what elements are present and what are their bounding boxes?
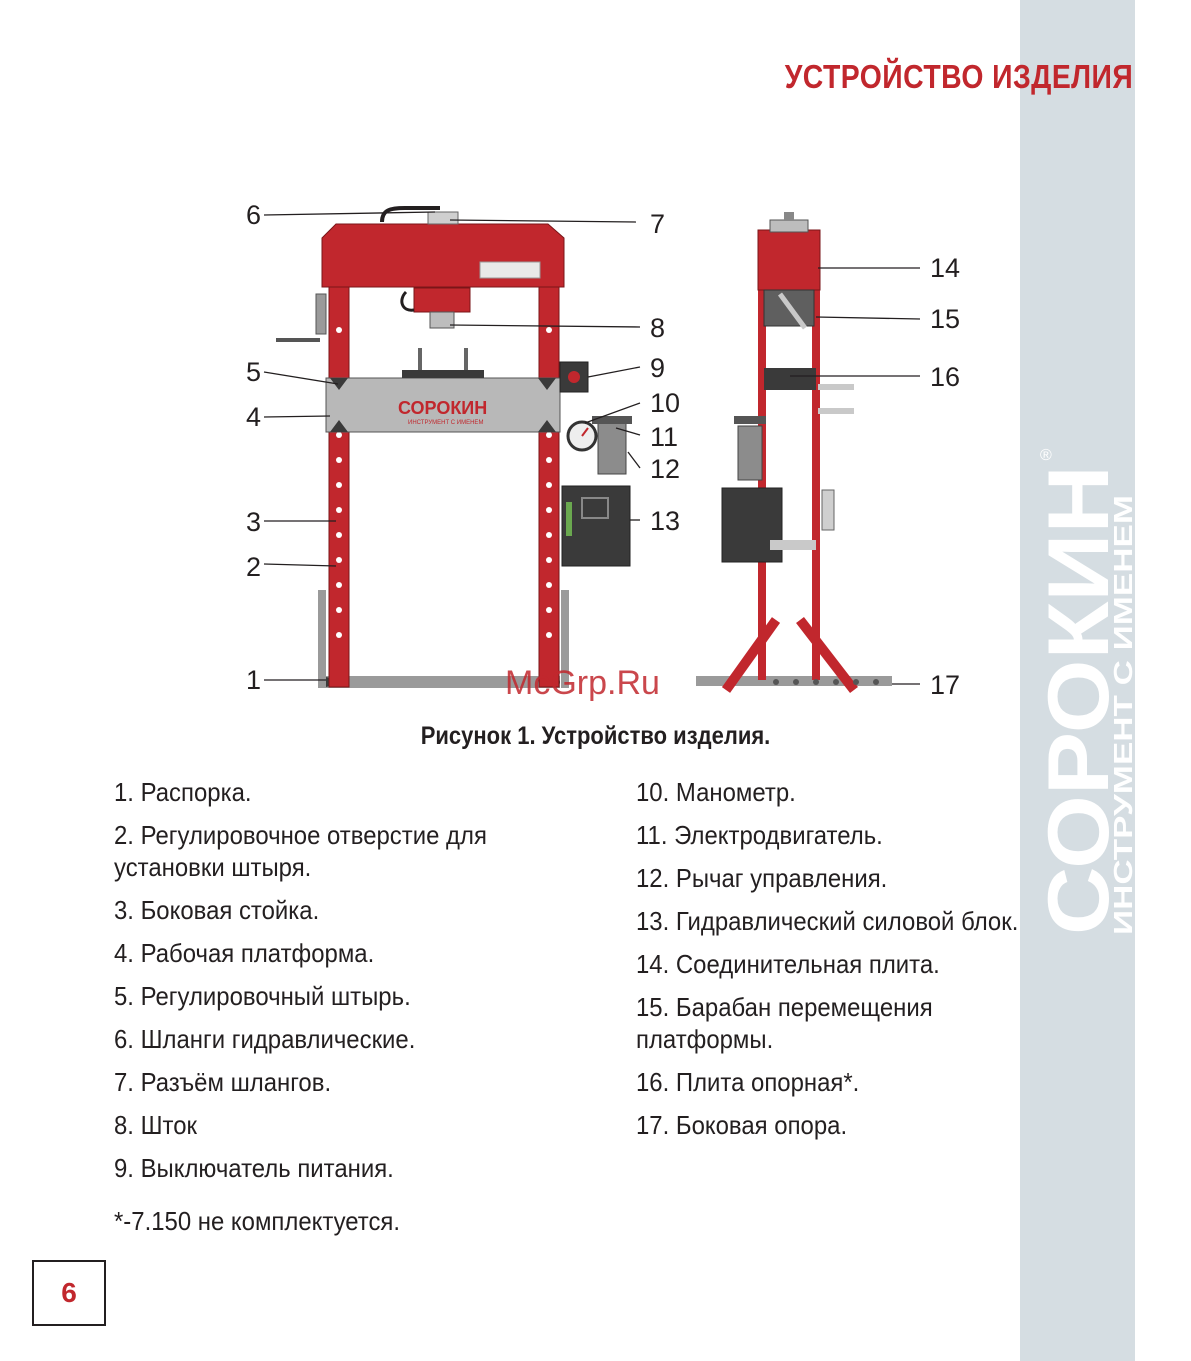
list-item: 14. Соединительная плита. [636, 949, 940, 979]
page-number: 6 [32, 1260, 106, 1326]
callout-1: 1 [246, 665, 261, 695]
callout-9: 9 [650, 353, 665, 383]
callout-17: 17 [930, 670, 960, 700]
list-item: 10. Манометр. [636, 777, 796, 807]
list-item: 6. Шланги гидравлические. [114, 1024, 416, 1054]
hydraulic-power-unit [561, 485, 631, 567]
list-item: 16. Плита опорная*. [636, 1067, 860, 1097]
product-diagram: СОРОКИН ИНСТРУМЕНТ С ИМЕНЕМ [230, 190, 990, 710]
cylinder [413, 287, 471, 313]
support-plate [764, 368, 816, 390]
registered-mark: ® [1040, 447, 1052, 464]
callout-10: 10 [650, 388, 680, 418]
list-item: 12. Рычаг управления. [636, 863, 888, 893]
list-item: 1. Распорка. [114, 777, 252, 807]
hydraulic-hoses [380, 206, 440, 223]
brand-logo-text: СОРОКИН [1031, 465, 1127, 935]
base-rail [320, 676, 560, 688]
watermark: McGrp.Ru [505, 664, 660, 702]
list-item: 11. Электродвигатель. [636, 820, 883, 850]
list-item: 7. Разъём шлангов. [114, 1067, 332, 1097]
callout-4: 4 [246, 402, 261, 432]
list-item: 2. Регулировочное отверстие для установк… [114, 820, 487, 882]
electric-motor [597, 421, 627, 475]
figure-caption: Рисунок 1. Устройство изделия. [420, 722, 771, 750]
callout-12: 12 [650, 454, 680, 484]
callout-13: 13 [650, 506, 680, 536]
rod [429, 311, 455, 329]
list-item: 4. Рабочая платформа. [114, 938, 375, 968]
brand-tagline: ИНСТРУМЕНТ С ИМЕНЕМ [1108, 495, 1135, 935]
callout-11: 11 [650, 422, 678, 452]
footnote: *-7.150 не комплектуется. [114, 1206, 401, 1236]
section-title: УСТРОЙСТВО ИЗДЕЛИЯ [784, 58, 1133, 95]
list-item: 13. Гидравлический силовой блок. [636, 906, 1019, 936]
press-side-view [696, 212, 892, 694]
connecting-plate [757, 229, 821, 291]
callout-7: 7 [650, 209, 665, 239]
callout-8: 8 [650, 313, 665, 343]
callout-5: 5 [246, 357, 261, 387]
list-item: 17. Боковая опора. [636, 1110, 848, 1140]
side-strip [1020, 0, 1135, 1361]
list-item: 3. Боковая стойка. [114, 895, 320, 925]
callout-6: 6 [246, 200, 261, 230]
brand-logo-vertical: СОРОКИН ИНСТРУМЕНТ С ИМЕНЕМ ® [1020, 440, 1138, 940]
callout-16: 16 [930, 362, 960, 392]
list-item: 9. Выключатель питания. [114, 1153, 394, 1183]
callout-3: 3 [246, 507, 261, 537]
press-front-view: СОРОКИН ИНСТРУМЕНТ С ИМЕНЕМ [276, 206, 632, 688]
list-item: 5. Регулировочный штырь. [114, 981, 411, 1011]
callout-15: 15 [930, 304, 960, 334]
list-item: 15. Барабан перемещения платформы. [636, 992, 933, 1054]
list-item: 8. Шток [114, 1110, 197, 1140]
platform-tagline: ИНСТРУМЕНТ С ИМЕНЕМ [408, 420, 483, 426]
parts-list-left: 1. Распорка. 2. Регулировочное отверстие… [114, 776, 584, 1195]
parts-list-right: 10. Манометр. 11. Электродвигатель. 12. … [636, 776, 1106, 1152]
callout-14: 14 [930, 253, 960, 283]
platform-logo: СОРОКИН [398, 398, 487, 418]
callout-2: 2 [246, 552, 261, 582]
